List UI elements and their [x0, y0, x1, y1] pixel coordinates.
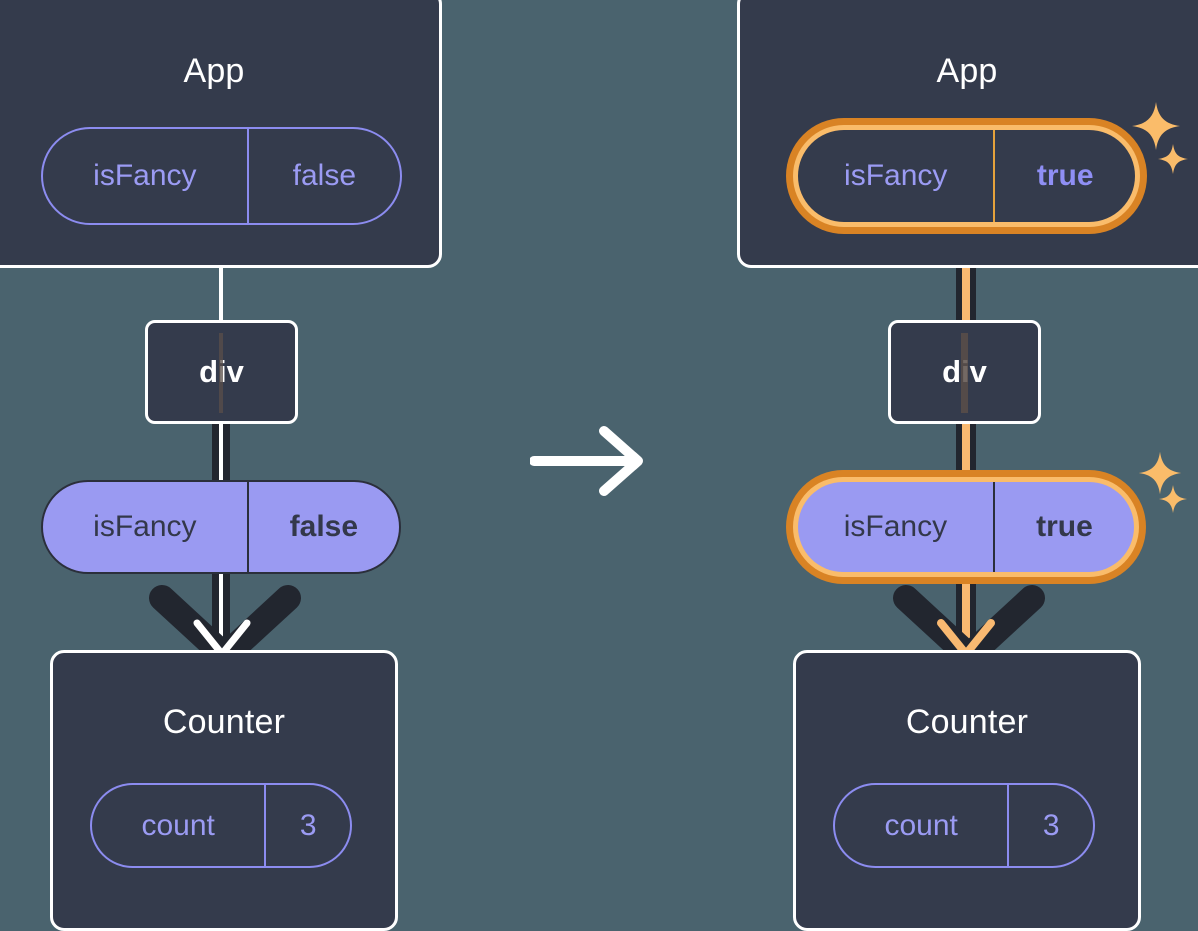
state-pill-key: count [141, 808, 215, 842]
sparkle-icon [1158, 144, 1188, 174]
state-pill-key: count [884, 808, 958, 842]
prop-pill-value: true [992, 482, 1134, 572]
sparkle-icon [1138, 451, 1182, 495]
transition-arrow-icon [530, 426, 643, 496]
connector-div-to-prop-core-left [219, 420, 223, 490]
connector-prop-to-counter-core-left [219, 560, 223, 645]
state-pill-count-counter-left: count 3 [90, 783, 352, 868]
component-title-counter-right: Counter [905, 703, 1029, 741]
component-title-app-left: App [183, 52, 245, 90]
connector-div-to-prop-core-right [962, 420, 970, 490]
connector-app-to-div-left [219, 262, 223, 320]
prop-pill-isfancy-right: isFancy true [786, 470, 1146, 584]
state-pill-key: isFancy [93, 159, 197, 192]
prop-pill-isfancy-left: isFancy false [41, 480, 401, 574]
pill-inner: isFancy true [798, 482, 1134, 572]
state-pill-isfancy-app-right: isFancy true [786, 118, 1147, 234]
sparkle-icon [1132, 102, 1180, 150]
component-title-counter-left: Counter [162, 703, 286, 741]
state-pill-value: 3 [1007, 785, 1093, 866]
connector-through-div-right [961, 333, 968, 413]
connector-prop-to-counter-core-right [962, 560, 970, 646]
connector-through-div-left [219, 333, 223, 413]
state-pill-value: false [246, 129, 400, 223]
prop-pill-key: isFancy [843, 510, 948, 543]
prop-pill-value: false [246, 482, 399, 572]
pill-inner: isFancy true [798, 130, 1135, 222]
connector-app-to-div-core-right [962, 225, 970, 323]
component-title-app-right: App [936, 52, 998, 90]
state-pill-count-counter-right: count 3 [833, 783, 1095, 868]
state-pill-value: true [993, 130, 1135, 222]
state-pill-value: 3 [264, 785, 350, 866]
highlight-ring: isFancy true [793, 477, 1139, 577]
sparkle-icon [1158, 484, 1188, 514]
prop-pill-key: isFancy [93, 510, 197, 543]
highlight-ring: isFancy true [793, 125, 1140, 227]
state-pill-key: isFancy [844, 159, 948, 192]
state-pill-isfancy-app-left: isFancy false [41, 127, 402, 225]
